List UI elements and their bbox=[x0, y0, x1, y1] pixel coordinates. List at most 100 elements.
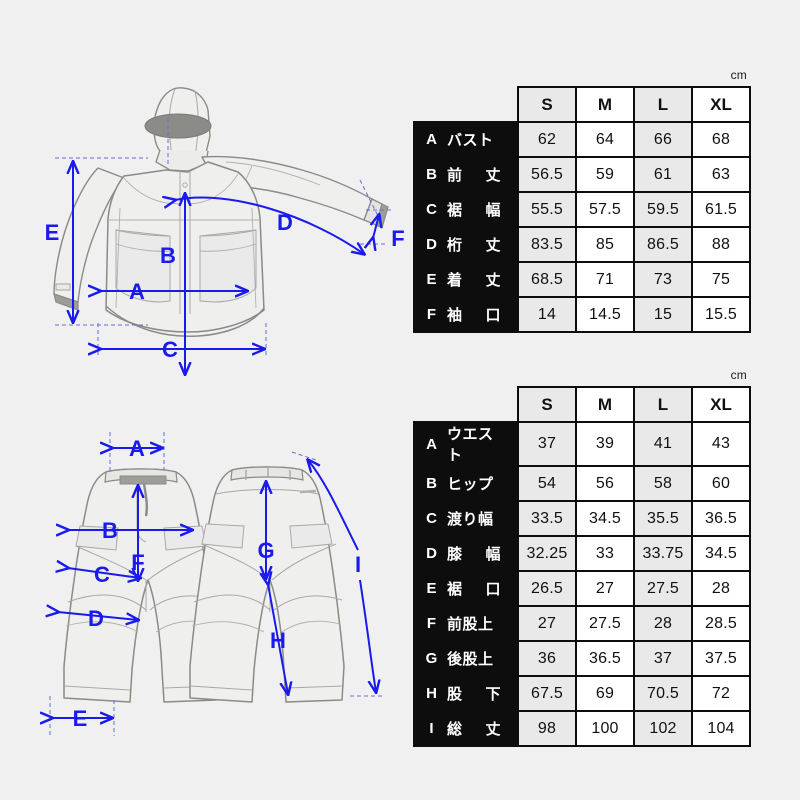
cell-s: 14 bbox=[517, 296, 577, 333]
pants-table-body: A ウエスト 37 39 41 43 B ヒップ bbox=[413, 421, 751, 747]
marker-label-B: B bbox=[160, 243, 176, 268]
cell-l: 41 bbox=[633, 421, 693, 467]
pants-table-head: S M L XL bbox=[414, 386, 751, 423]
jacket-garment-drawing bbox=[53, 87, 389, 338]
cell-s: 36 bbox=[517, 640, 577, 677]
row-label-cell: F 前股上 bbox=[413, 605, 519, 642]
jacket-table-head: S M L XL bbox=[414, 86, 751, 123]
cell-m: 39 bbox=[575, 421, 635, 467]
cell-m: 14.5 bbox=[575, 296, 635, 333]
row-label-cell: G 後股上 bbox=[413, 640, 519, 677]
cell-s: 32.25 bbox=[517, 535, 577, 572]
cell-m: 56 bbox=[575, 465, 635, 502]
cell-s: 68.5 bbox=[517, 261, 577, 298]
cell-xl: 72 bbox=[691, 675, 751, 712]
cell-xl: 43 bbox=[691, 421, 751, 467]
column-header-l: L bbox=[633, 86, 693, 123]
cell-xl: 28 bbox=[691, 570, 751, 607]
pants-marker-labels: A B C D E F G H I bbox=[73, 436, 361, 731]
cell-s: 67.5 bbox=[517, 675, 577, 712]
cell-m: 27 bbox=[575, 570, 635, 607]
cell-xl: 63 bbox=[691, 156, 751, 193]
cell-l: 15 bbox=[633, 296, 693, 333]
cell-xl: 88 bbox=[691, 226, 751, 263]
cell-l: 102 bbox=[633, 710, 693, 747]
jacket-size-table-block: cm S M L XL A バスト bbox=[413, 68, 751, 333]
table-row: F 前股上 27 27.5 28 28.5 bbox=[413, 605, 751, 642]
row-label: バスト bbox=[447, 132, 494, 149]
table-row: A バスト 62 64 66 68 bbox=[413, 121, 751, 158]
jacket-measure-arrows bbox=[73, 162, 379, 374]
marker-label-F: F bbox=[131, 550, 144, 575]
marker-label-A: A bbox=[129, 279, 145, 304]
row-label-cell: B 前丈 bbox=[413, 156, 519, 193]
marker-label-D: D bbox=[88, 606, 104, 631]
measure-arrow-D bbox=[58, 612, 138, 620]
cell-s: 98 bbox=[517, 710, 577, 747]
cell-s: 33.5 bbox=[517, 500, 577, 537]
cell-m: 57.5 bbox=[575, 191, 635, 228]
row-key: G bbox=[425, 650, 438, 667]
cell-s: 54 bbox=[517, 465, 577, 502]
cell-xl: 36.5 bbox=[691, 500, 751, 537]
row-label: 股下 bbox=[447, 686, 501, 703]
table-row: D 桁丈 83.5 85 86.5 88 bbox=[413, 226, 751, 263]
table-row: B ヒップ 54 56 58 60 bbox=[413, 465, 751, 502]
row-key: C bbox=[426, 510, 437, 527]
cell-l: 59.5 bbox=[633, 191, 693, 228]
jacket-table-body: A バスト 62 64 66 68 B 前丈 bbox=[413, 121, 751, 333]
row-key: H bbox=[426, 685, 437, 702]
measure-arrow-F bbox=[373, 215, 379, 238]
cell-s: 62 bbox=[517, 121, 577, 158]
marker-label-F: F bbox=[391, 226, 404, 251]
row-label: 袖口 bbox=[447, 307, 501, 324]
marker-label-D: D bbox=[277, 210, 293, 235]
row-label-cell: F 袖口 bbox=[413, 296, 519, 333]
measure-arrow-D bbox=[175, 198, 364, 254]
row-label-cell: I 総丈 bbox=[413, 710, 519, 747]
row-label-cell: H 股下 bbox=[413, 675, 519, 712]
cell-l: 86.5 bbox=[633, 226, 693, 263]
cell-xl: 68 bbox=[691, 121, 751, 158]
table-header-row: S M L XL bbox=[414, 86, 751, 123]
row-key: E bbox=[426, 271, 437, 288]
table-row: C 渡り幅 33.5 34.5 35.5 36.5 bbox=[413, 500, 751, 537]
marker-label-E: E bbox=[73, 706, 88, 731]
table-row: E 着丈 68.5 71 73 75 bbox=[413, 261, 751, 298]
table-row: E 裾口 26.5 27 27.5 28 bbox=[413, 570, 751, 607]
row-label-cell: E 裾口 bbox=[413, 570, 519, 607]
marker-label-B: B bbox=[102, 518, 118, 543]
pants-size-table: S M L XL A ウエスト 37 39 41 bbox=[413, 386, 751, 747]
row-label: 膝幅 bbox=[447, 546, 501, 563]
cell-s: 55.5 bbox=[517, 191, 577, 228]
row-key: B bbox=[426, 475, 437, 492]
marker-label-E: E bbox=[45, 220, 60, 245]
measure-arrow-C bbox=[68, 568, 140, 578]
header-blank-cell bbox=[414, 87, 518, 122]
column-header-l: L bbox=[633, 386, 693, 423]
row-label-cell: A ウエスト bbox=[413, 421, 519, 467]
row-label-cell: A バスト bbox=[413, 121, 519, 158]
row-label: ヒップ bbox=[447, 476, 494, 493]
measure-arrow-I-down bbox=[359, 579, 376, 692]
table-row: D 膝幅 32.25 33 33.75 34.5 bbox=[413, 535, 751, 572]
cell-xl: 15.5 bbox=[691, 296, 751, 333]
cell-l: 27.5 bbox=[633, 570, 693, 607]
marker-label-C: C bbox=[162, 337, 178, 362]
pants-unit-label: cm bbox=[730, 368, 747, 382]
table-row: F 袖口 14 14.5 15 15.5 bbox=[413, 296, 751, 333]
column-header-s: S bbox=[517, 386, 577, 423]
row-label: 裾幅 bbox=[447, 202, 501, 219]
pants-illustration: A B C D E F G H I bbox=[20, 420, 410, 755]
measure-arrow-H bbox=[268, 584, 288, 694]
row-key: D bbox=[426, 545, 437, 562]
row-label-cell: D 桁丈 bbox=[413, 226, 519, 263]
jacket-marker-labels: A B C D E F bbox=[45, 210, 405, 362]
cell-m: 34.5 bbox=[575, 500, 635, 537]
marker-label-I: I bbox=[355, 552, 361, 577]
cell-l: 66 bbox=[633, 121, 693, 158]
cell-l: 28 bbox=[633, 605, 693, 642]
pants-measure-arrows bbox=[52, 448, 376, 718]
cell-l: 35.5 bbox=[633, 500, 693, 537]
table-row: H 股下 67.5 69 70.5 72 bbox=[413, 675, 751, 712]
